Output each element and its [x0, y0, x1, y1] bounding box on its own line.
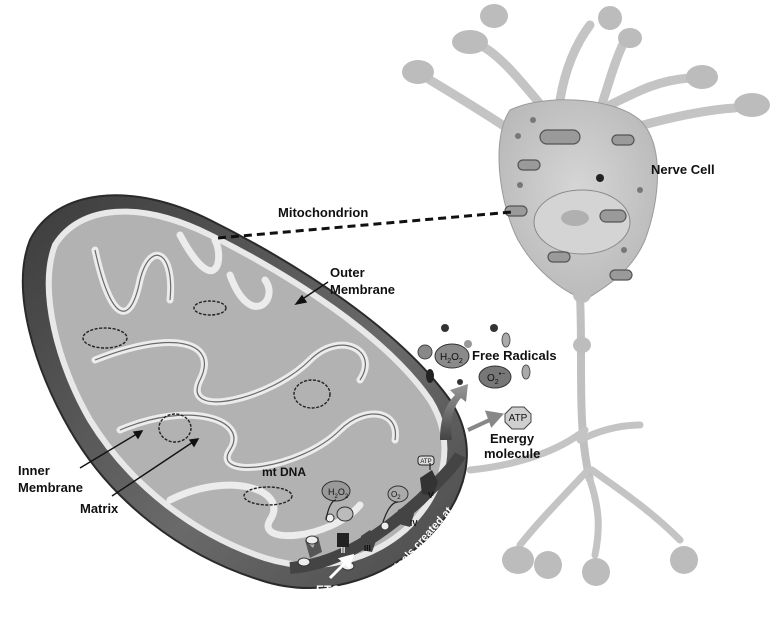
etc-complexes — [297, 455, 438, 571]
free-radicals-label: Free Radicals — [472, 348, 557, 363]
atp-label: ATP — [509, 413, 528, 424]
free-radical-particles — [417, 324, 531, 389]
outer-membrane-label-2: Membrane — [330, 282, 395, 297]
h2o2-label: H2O2 — [440, 352, 463, 365]
complex-iii-label: III — [364, 544, 371, 553]
inner-membrane-label-2: Membrane — [18, 480, 83, 495]
molecule-label: molecule — [484, 446, 540, 461]
inner-membrane-label-1: Inner — [18, 463, 50, 478]
etc-label: ETC — [316, 583, 340, 597]
o2-etc-label: O2 — [391, 490, 401, 501]
complex-iv-label: IV — [410, 519, 418, 528]
nerve-cell-label: Nerve Cell — [651, 162, 715, 177]
outer-membrane-label-1: Outer — [330, 265, 365, 280]
o2-minus-label: O2•− — [487, 371, 505, 386]
matrix-label: Matrix — [80, 501, 119, 516]
atp-small-label: ATP — [420, 459, 431, 465]
rising-arrow — [440, 384, 468, 440]
mt-dna-label: mt DNA — [262, 465, 306, 479]
mitochondrion-label: Mitochondrion — [278, 205, 368, 220]
complex-ii-label: II — [341, 546, 345, 555]
complex-v-label: V — [428, 491, 434, 500]
mitochondrion — [21, 194, 468, 589]
nerve-cell — [402, 4, 770, 586]
mito-connector-line — [217, 210, 513, 240]
h2o2-etc-label: H2O2 — [328, 487, 349, 500]
atp-icon — [504, 406, 532, 430]
energy-label: Energy — [490, 431, 535, 446]
